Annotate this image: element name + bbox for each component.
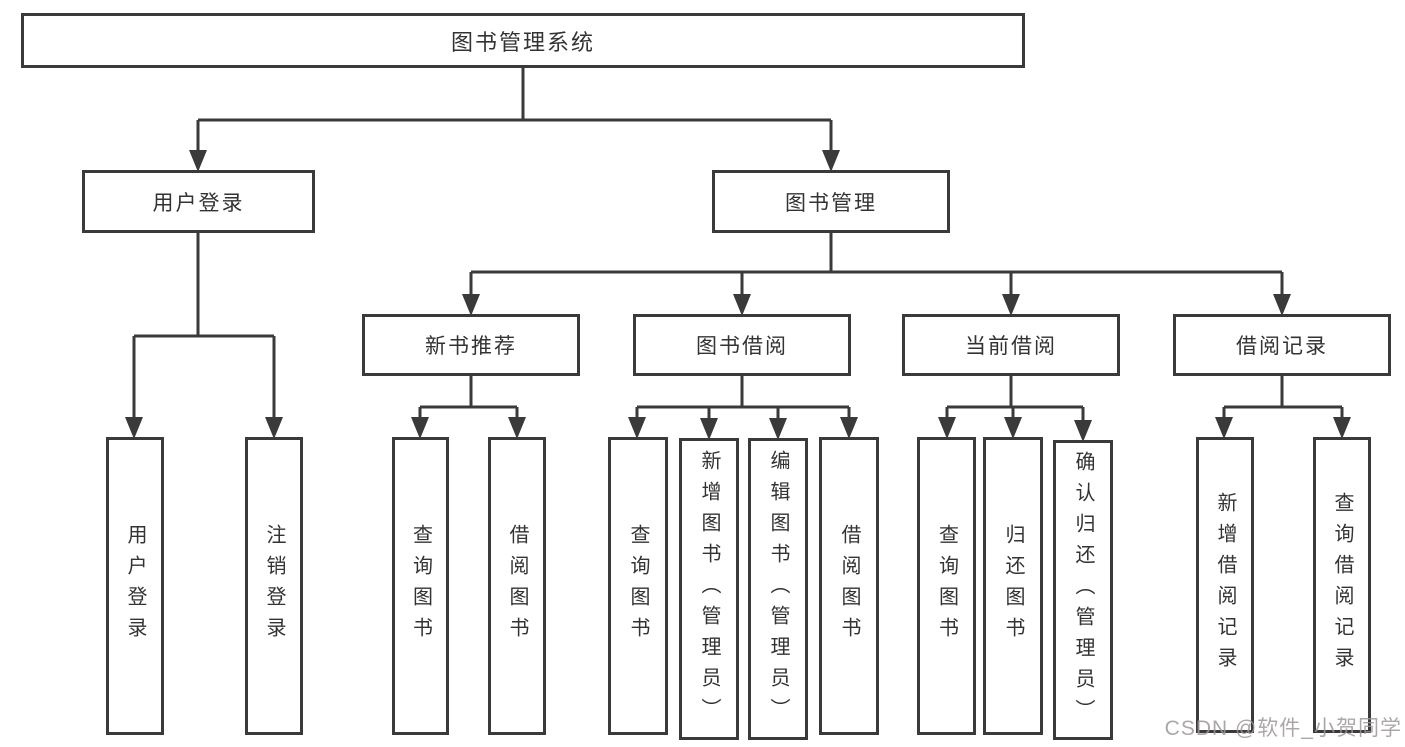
node-leaf-query-book-3: 查询图书 [917,437,976,735]
node-current-borrow-label: 当前借阅 [965,335,1057,358]
node-book-borrow: 图书借阅 [633,314,851,376]
node-leaf-logout-label: 注销登录 [263,524,285,648]
node-leaf-edit-book: 编辑图书（管理员） [748,438,808,740]
node-leaf-query-book-3-label: 查询图书 [935,524,958,648]
node-leaf-query-book-1-label: 查询图书 [409,524,432,648]
node-user-login: 用户登录 [82,170,315,233]
watermark: CSDN @软件_小贺同学 [1164,717,1402,740]
node-leaf-return-book-label: 归还图书 [1002,524,1024,648]
node-leaf-user-login-label: 用户登录 [124,524,146,648]
node-book-borrow-label: 图书借阅 [696,335,788,358]
node-leaf-confirm-return: 确认归还（管理员） [1053,440,1113,740]
node-leaf-query-borrow-record-label: 查询借阅记录 [1331,492,1353,678]
node-leaf-logout: 注销登录 [245,437,303,735]
node-leaf-query-book-2-label: 查询图书 [627,524,649,648]
node-leaf-query-borrow-record: 查询借阅记录 [1313,437,1371,733]
node-leaf-add-book: 新增图书（管理员） [679,438,739,740]
node-new-book-rec: 新书推荐 [362,314,580,376]
node-book-mgmt-label: 图书管理 [785,191,877,215]
node-current-borrow: 当前借阅 [902,314,1120,376]
node-leaf-confirm-return-label: 确认归还（管理员） [1072,450,1094,730]
node-book-mgmt: 图书管理 [712,170,950,233]
node-leaf-borrow-book-2-label: 借阅图书 [838,524,860,648]
node-leaf-borrow-book-1: 借阅图书 [488,437,546,735]
node-leaf-user-login: 用户登录 [106,437,164,735]
node-new-book-rec-label: 新书推荐 [425,335,517,358]
node-leaf-query-book-2: 查询图书 [608,437,668,735]
node-leaf-edit-book-label: 编辑图书（管理员） [767,449,789,729]
node-leaf-borrow-book-1-label: 借阅图书 [506,524,528,648]
node-leaf-add-borrow-record: 新增借阅记录 [1196,437,1254,733]
node-leaf-add-book-label: 新增图书（管理员） [698,449,720,729]
node-borrow-record: 借阅记录 [1173,314,1391,376]
node-leaf-query-book-1: 查询图书 [392,437,449,735]
node-user-login-label: 用户登录 [152,191,245,215]
node-root-label: 图书管理系统 [450,29,595,55]
node-leaf-add-borrow-record-label: 新增借阅记录 [1214,492,1236,678]
node-root: 图书管理系统 [21,13,1025,68]
node-borrow-record-label: 借阅记录 [1236,335,1328,358]
node-leaf-return-book: 归还图书 [983,437,1043,735]
node-leaf-borrow-book-2: 借阅图书 [819,437,879,735]
